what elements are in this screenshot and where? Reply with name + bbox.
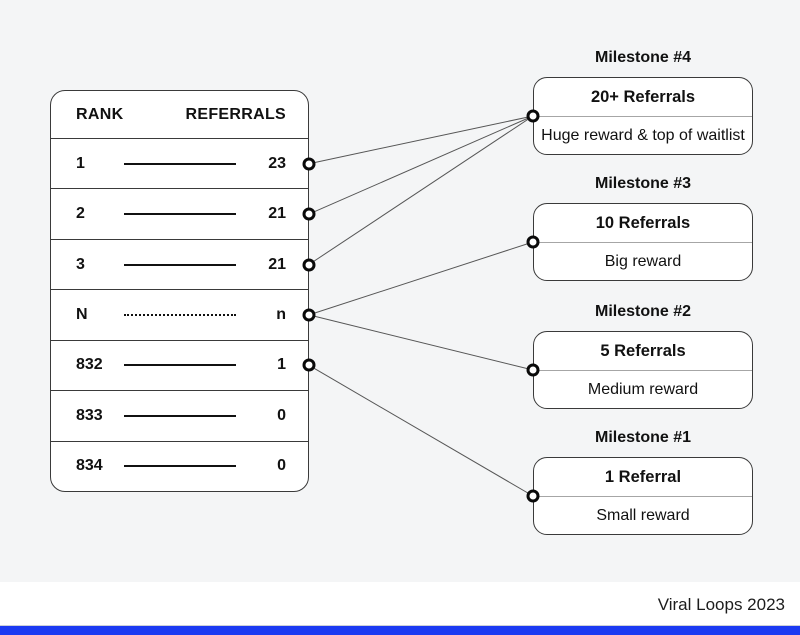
connector-line: [308, 364, 534, 497]
rank-cell: 1: [76, 154, 85, 172]
column-header-rank: RANK: [76, 105, 124, 123]
placeholder-line: [124, 263, 236, 266]
footer-credit: Viral Loops 2023: [657, 595, 785, 614]
placeholder-line: [124, 162, 236, 165]
milestone-reward: Big reward: [604, 253, 682, 270]
milestone-requirement: 5 Referrals: [534, 332, 752, 371]
table-row: 832 1: [51, 339, 308, 390]
milestone-requirement: 1 Referral: [534, 458, 752, 497]
milestone-reward: Medium reward: [587, 381, 699, 398]
milestone-connector-node: [526, 235, 540, 249]
connector-line: [308, 241, 534, 316]
milestone-reward: Small reward: [596, 507, 690, 524]
row-connector-node: [302, 358, 316, 372]
rank-cell: 833: [76, 406, 103, 424]
table-row: 834 0: [51, 440, 308, 491]
row-connector-node: [302, 157, 316, 171]
milestone-connector-node: [526, 109, 540, 123]
rank-cell: 3: [76, 255, 85, 273]
milestone-title: Milestone #1: [594, 429, 692, 446]
table-row: 1 23: [51, 138, 308, 188]
table-row: 2 21: [51, 188, 308, 238]
accent-bar: [0, 625, 800, 635]
referrals-cell: 23: [268, 154, 286, 172]
footer-strip: [0, 582, 800, 625]
placeholder-line: [124, 414, 236, 417]
milestone-title: Milestone #4: [594, 49, 692, 66]
referrals-cell: n: [276, 305, 286, 323]
milestone-connector-node: [526, 489, 540, 503]
referrals-cell: 21: [268, 255, 286, 273]
row-connector-node: [302, 207, 316, 221]
row-connector-node: [302, 308, 316, 322]
referrals-cell: 21: [268, 205, 286, 223]
connector-line: [308, 115, 534, 165]
connector-line: [308, 115, 534, 265]
table-row: 833 0: [51, 390, 308, 440]
milestone-connector-node: [526, 363, 540, 377]
milestone-title: Milestone #3: [594, 175, 692, 192]
milestone-reward: Huge reward & top of waitlist: [541, 127, 745, 144]
milestone-requirement: 20+ Referrals: [534, 78, 752, 117]
table-header: RANK REFERRALS: [51, 91, 308, 138]
referrals-cell: 1: [277, 356, 286, 374]
placeholder-line: [124, 465, 236, 468]
placeholder-line: [124, 364, 236, 367]
milestone-title: Milestone #2: [594, 303, 692, 320]
placeholder-line-dotted: [124, 313, 236, 316]
rank-cell: 832: [76, 356, 103, 374]
rank-cell: 2: [76, 205, 85, 223]
table-row: 3 21: [51, 238, 308, 289]
connector-line: [308, 115, 534, 215]
milestone-requirement: 10 Referrals: [534, 204, 752, 243]
connector-line: [308, 314, 534, 371]
placeholder-line: [124, 213, 236, 216]
row-connector-node: [302, 258, 316, 271]
column-header-referrals: REFERRALS: [185, 105, 286, 123]
referrals-cell: 0: [277, 406, 286, 424]
referrals-cell: 0: [277, 457, 286, 475]
rank-cell: N: [76, 305, 88, 323]
rank-cell: 834: [76, 457, 103, 475]
